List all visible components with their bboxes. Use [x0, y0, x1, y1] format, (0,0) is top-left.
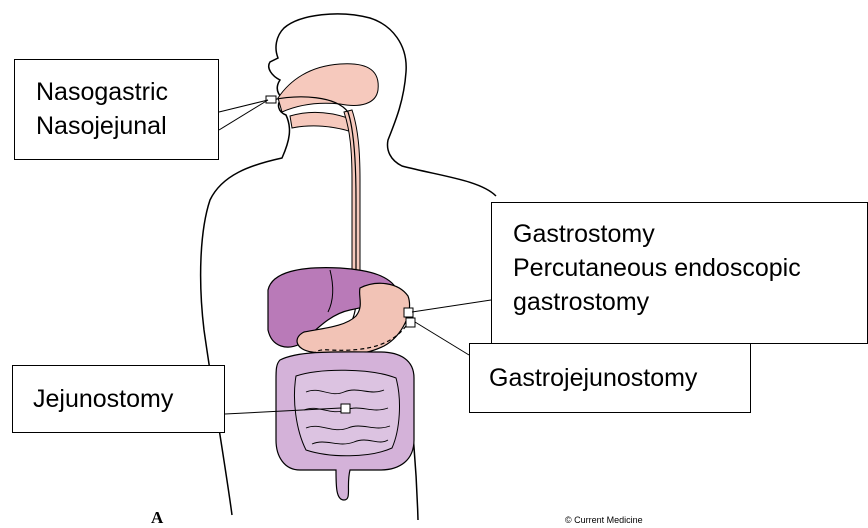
esophagus	[344, 110, 360, 285]
peg-label-line1: Percutaneous endoscopic	[513, 251, 867, 285]
gastrostomy-label-box: Gastrostomy Percutaneous endoscopic gast…	[491, 202, 868, 344]
gastrostomy-port-lower	[406, 318, 415, 327]
leader-naso-lower	[219, 100, 268, 130]
tube-entry-nose	[266, 96, 276, 103]
peg-label-line2: gastrostomy	[513, 285, 867, 319]
jejunostomy-label: Jejunostomy	[33, 382, 224, 416]
gastrostomy-label: Gastrostomy	[513, 217, 867, 251]
oral-airway	[290, 112, 352, 132]
leader-naso-upper	[219, 100, 268, 112]
jejunostomy-label-box: Jejunostomy	[12, 365, 225, 433]
gastrostomy-port-upper	[404, 308, 413, 317]
nasogastric-label: Nasogastric	[36, 75, 218, 109]
copyright-credit: © Current Medicine	[565, 515, 643, 525]
leader-gastrostomy	[412, 300, 491, 312]
nasal-cavity	[278, 64, 378, 112]
jejunostomy-port	[341, 404, 350, 413]
nasogastric-nasojejunal-label-box: Nasogastric Nasojejunal	[14, 59, 219, 160]
gastrojejunostomy-label-box: Gastrojejunostomy	[469, 343, 751, 413]
leader-gastrojejunostomy	[415, 322, 469, 355]
nasojejunal-label: Nasojejunal	[36, 109, 218, 143]
gastrojejunostomy-label: Gastrojejunostomy	[489, 361, 750, 395]
figure-letter: A	[151, 508, 163, 528]
